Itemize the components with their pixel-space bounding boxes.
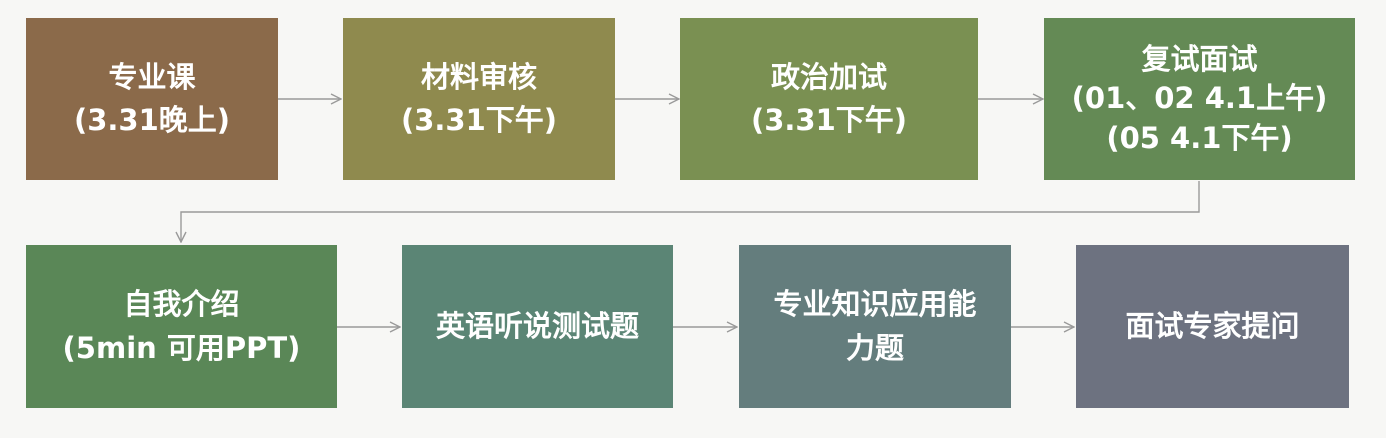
- step-1-line-2: (3.31晚上): [73, 103, 231, 137]
- step-3-line-1: 政治加试: [770, 59, 887, 94]
- step-4-line-3: (05 4.1下午): [1106, 120, 1293, 155]
- step-5-line-1: 自我介绍: [123, 287, 240, 321]
- step-3-line-2: (3.31下午): [750, 103, 908, 137]
- step-1-line-1: 专业课: [108, 59, 196, 94]
- step-self-introduction: 自我介绍 (5min 可用PPT): [26, 245, 337, 408]
- step-professional-knowledge: 专业知识应用能 力题: [739, 245, 1011, 408]
- step-politics-exam: 政治加试 (3.31下午): [680, 18, 978, 180]
- step-8-line-1: 面试专家提问: [1125, 308, 1300, 343]
- step-5-line-2: (5min 可用PPT): [62, 330, 301, 365]
- step-2-line-2: (3.31下午): [400, 103, 558, 137]
- step-4-line-2: (01、02 4.1上午): [1071, 81, 1328, 116]
- step-6-line-1: 英语听说测试题: [435, 308, 639, 343]
- arrow-4-5: [181, 181, 1200, 242]
- step-professional-course: 专业课 (3.31晚上): [26, 18, 278, 180]
- step-7-line-2: 力题: [845, 330, 904, 365]
- step-english-listening-speaking: 英语听说测试题: [402, 245, 673, 408]
- step-7-line-1: 专业知识应用能: [773, 287, 977, 321]
- step-material-review: 材料审核 (3.31下午): [343, 18, 615, 180]
- step-4-line-1: 复试面试: [1141, 42, 1258, 77]
- step-2-line-1: 材料审核: [420, 59, 537, 94]
- step-expert-questions: 面试专家提问: [1076, 245, 1349, 408]
- step-retest-interview: 复试面试 (01、02 4.1上午) (05 4.1下午): [1044, 18, 1355, 180]
